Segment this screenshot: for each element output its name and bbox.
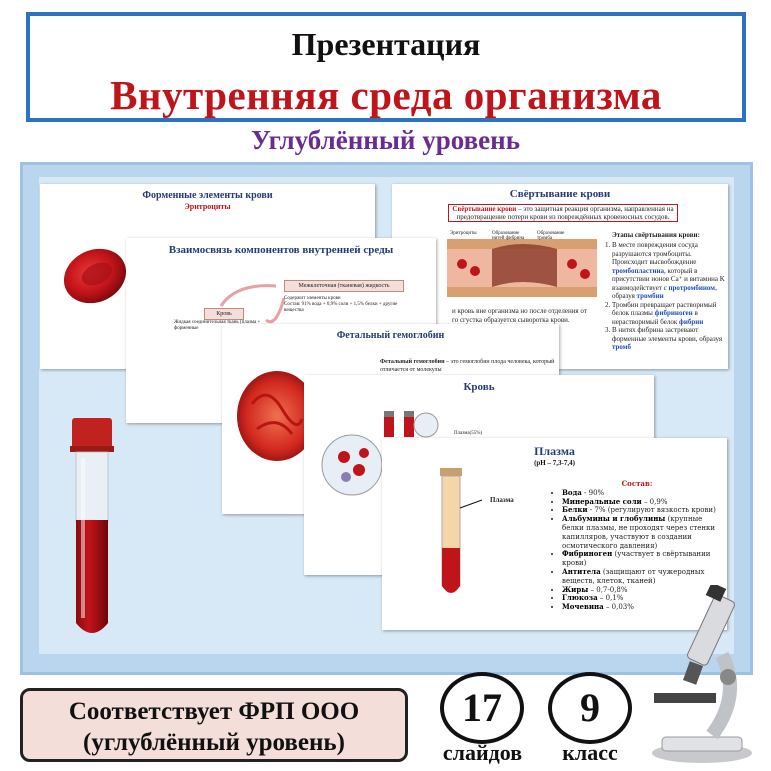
slide-title: Свёртывание крови — [509, 188, 611, 200]
grade-label: класс — [562, 740, 618, 765]
plasma-tube-illustration — [440, 468, 483, 593]
diagram-label-1: Эритроциты — [450, 231, 477, 236]
composition-list: Вода - 90% Минеральные соли – 0,9% Белки… — [562, 488, 722, 612]
header-title: Внутренняя среда организма — [110, 72, 662, 118]
badge-line2: (углублённый уровень) — [83, 729, 345, 756]
slide-title: Взаимосвязь компонентов внутренней среды — [168, 244, 394, 256]
blood-composition-illustration — [321, 411, 439, 496]
fgos-badge: Соответствует ФРП ООО (углублённый урове… — [20, 688, 408, 762]
stage-item: Тромбин превращает растворимый белок пла… — [612, 301, 727, 327]
plasma-label: Плазма(55%) — [454, 431, 483, 436]
tube-label: Плазма — [490, 496, 514, 504]
composition-item: Альбумины и глобулины (крупные белки пла… — [562, 514, 722, 550]
erythrocyte-illustration — [63, 248, 127, 304]
page-subtitle: Углублённый уровень — [251, 125, 520, 155]
caption-1: Содержит элементы крови — [284, 296, 341, 301]
fetal-text: Фетальный гемоглобин – это гемоглобин пл… — [380, 359, 555, 373]
caption-2: Состав: 91% вода + 0,9% соли + 1,5% белк… — [284, 302, 398, 313]
composition-item: Жиры – 0,7-0,8% — [562, 585, 722, 595]
stage-item: В месте повреждения сосуда разрушаются т… — [612, 241, 727, 301]
cycle-arrows — [219, 284, 286, 324]
term: Свёртывание крови — [452, 205, 517, 213]
composition-item: Фибриноген (участвует в свёртывании кров… — [562, 549, 722, 568]
header-pre-title: Презентация — [291, 26, 481, 62]
partial-text: и кровь вне организма но после отделения… — [452, 307, 612, 325]
intro-text: – это защитная реакция организма, направ… — [456, 205, 674, 221]
plasma-composition: Состав: Вода - 90% Минеральные соли – 0,… — [552, 479, 722, 612]
composition-item: Минеральные соли – 0,9% — [562, 497, 722, 507]
slide-title: Фетальный гемоглобин — [336, 330, 445, 341]
hemoglobin-illustration — [237, 371, 317, 461]
diagram-label-2: Образование нитей фибрина — [492, 231, 525, 241]
composition-item: Глюкоза – 0,1% — [562, 593, 722, 603]
vessel-diagram — [447, 239, 597, 297]
slides-count-label: слайдов — [442, 740, 523, 765]
box-interstitial: Межклеточная (тканевая) жидкость — [284, 280, 404, 292]
microscope-icon — [652, 585, 752, 763]
grade-circle: 9 — [548, 672, 632, 744]
stages-title: Этапы свёртывания крови: — [612, 231, 700, 239]
diagram-label-3: Образование тромба — [537, 231, 565, 241]
slide-subtitle: Эритроциты — [184, 202, 231, 211]
composition-item: Мочевина – 0,03% — [562, 602, 722, 612]
badge-line1: Соответствует ФРП ООО — [68, 698, 360, 725]
composition-item: Белки - 7% (регулируют вязкость крови) — [562, 505, 722, 515]
blood-tube-icon — [70, 418, 114, 633]
caption-3: Жидкая соединительная ткань (плазма + фо… — [174, 320, 261, 331]
header-box: Презентация Внутренняя среда организма — [26, 12, 746, 122]
stages-list: В месте повреждения сосуда разрушаются т… — [602, 241, 727, 352]
slide-title: Плазма — [534, 444, 575, 458]
slides-count-circle: 17 — [440, 672, 524, 744]
slide-title: Кровь — [463, 381, 495, 393]
coagulation-intro: Свёртывание крови – это защитная реакция… — [448, 204, 678, 222]
stage-item: В нитях фибрина застревают форменные эле… — [612, 326, 727, 352]
composition-item: Антитела (защищают от чужеродных веществ… — [562, 567, 722, 586]
slide-coagulation: Свёртывание крови Свёртывание крови – эт… — [392, 184, 728, 369]
slide-title: Форменные элементы крови — [142, 190, 273, 201]
slide-subtitle: (pH – 7,3-7,4) — [534, 459, 575, 467]
composition-item: Вода - 90% — [562, 488, 722, 498]
slide-plasma: Плазма (pH – 7,3-7,4) Плазма Состав: Вод… — [382, 438, 727, 630]
composition-title: Состав: — [621, 479, 653, 488]
box-blood: Кровь — [204, 308, 244, 320]
